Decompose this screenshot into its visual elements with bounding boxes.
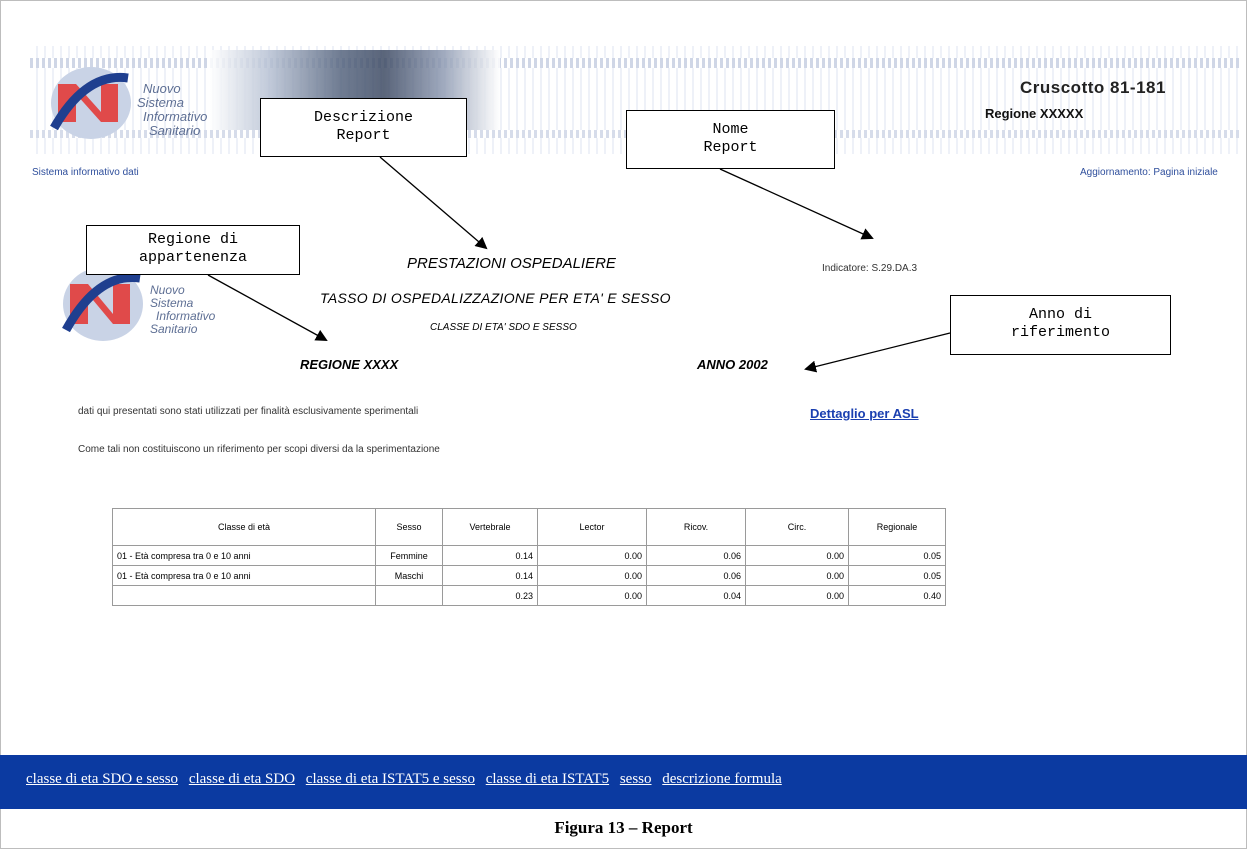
- report-logo-text: Nuovo Sistema Informativo Sanitario: [150, 284, 215, 336]
- callout-line: Report: [703, 139, 758, 156]
- callout-line: Descrizione: [313, 109, 414, 126]
- region-title: Regione XXXXX: [985, 106, 1084, 121]
- callout-regione: Regione di appartenenza: [86, 225, 300, 275]
- footer-link-sdo-sesso[interactable]: classe di eta SDO e sesso: [26, 771, 179, 787]
- arrow-descrizione: [379, 156, 488, 250]
- table-row: 01 - Età compresa tra 0 e 10 anni Maschi…: [112, 565, 946, 586]
- nsis-logo-icon: [50, 67, 131, 139]
- callout-line: Report: [336, 127, 391, 144]
- logo-line: Sistema: [137, 95, 184, 110]
- footer-link-sdo[interactable]: classe di eta SDO: [188, 771, 296, 787]
- callout-line: appartenenza: [138, 249, 248, 266]
- callout-line: Nome: [712, 121, 749, 138]
- logo-line: Sanitario: [150, 322, 198, 336]
- table-cell: 0.04: [646, 585, 746, 606]
- arrow-nome: [719, 168, 874, 240]
- logo-line: Nuovo: [150, 283, 185, 297]
- table-row: 01 - Età compresa tra 0 e 10 anni Femmin…: [112, 545, 946, 566]
- table-header-cell: Sesso: [375, 508, 443, 546]
- callout-line: Anno di: [1028, 306, 1092, 323]
- app-title: Cruscotto 81-181: [1020, 78, 1166, 97]
- year-label: ANNO 2002: [697, 357, 768, 372]
- disclaimer-text-2: Come tali non costituiscono un riferimen…: [78, 444, 440, 455]
- footer-bar: classe di eta SDO e sesso classe di eta …: [0, 755, 1247, 809]
- detail-asl-link[interactable]: Dettaglio per ASL: [810, 406, 919, 421]
- nav-link-home[interactable]: Sistema informativo dati: [32, 167, 139, 178]
- callout-line: Regione di: [147, 231, 238, 248]
- table-header-cell: Circ.: [745, 508, 849, 546]
- footer-link-sesso[interactable]: sesso: [619, 771, 652, 787]
- arrow-anno: [804, 332, 951, 373]
- footer-link-istat5[interactable]: classe di eta ISTAT5: [485, 771, 610, 787]
- footer-link-formula[interactable]: descrizione formula: [662, 771, 782, 787]
- logo-line: Sanitario: [149, 123, 201, 138]
- report-table: Classe di età Sesso Vertebrale Lector Ri…: [112, 508, 946, 606]
- report-subtitle: TASSO DI OSPEDALIZZAZIONE PER ETA' E SES…: [320, 290, 671, 306]
- report-title: PRESTAZIONI OSPEDALIERE: [407, 255, 616, 272]
- logo-line: Informativo: [156, 309, 216, 323]
- figure-caption: Figura 13 – Report: [554, 818, 693, 837]
- footer-link-istat5-sesso[interactable]: classe di eta ISTAT5 e sesso: [305, 771, 475, 787]
- header-pattern: [30, 58, 1240, 68]
- footer-links: classe di eta SDO e sesso classe di eta …: [26, 771, 789, 788]
- report-logo-icon: [62, 267, 143, 341]
- logo-line: Informativo: [143, 109, 208, 124]
- report-subtitle-small: CLASSE DI ETA' SDO E SESSO: [430, 322, 577, 333]
- header-logo-text: Nuovo Sistema Informativo Sanitario: [137, 81, 208, 138]
- logo-line: Sistema: [150, 296, 194, 310]
- table-cell: 0.40: [848, 585, 946, 606]
- arrow-regione: [207, 274, 328, 341]
- table-header-cell: Classe di età: [112, 508, 376, 546]
- logo-line: Nuovo: [143, 81, 181, 96]
- table-cell: 0.00: [745, 585, 849, 606]
- table-header-row: Classe di età Sesso Vertebrale Lector Ri…: [112, 508, 946, 546]
- disclaimer-text: dati qui presentati sono stati utilizzat…: [78, 406, 419, 417]
- callout-anno: Anno di riferimento: [950, 295, 1171, 355]
- region-label: REGIONE XXXX: [300, 357, 399, 372]
- callout-descrizione: Descrizione Report: [260, 98, 467, 157]
- table-row-total: 0.23 0.00 0.04 0.00 0.40: [112, 585, 946, 606]
- nav-link-right[interactable]: Aggiornamento: Pagina iniziale: [1080, 167, 1218, 178]
- callout-nome: Nome Report: [626, 110, 835, 169]
- callout-line: riferimento: [1010, 324, 1111, 341]
- table-header-cell: Lector: [537, 508, 647, 546]
- indicator-code: Indicatore: S.29.DA.3: [822, 263, 918, 274]
